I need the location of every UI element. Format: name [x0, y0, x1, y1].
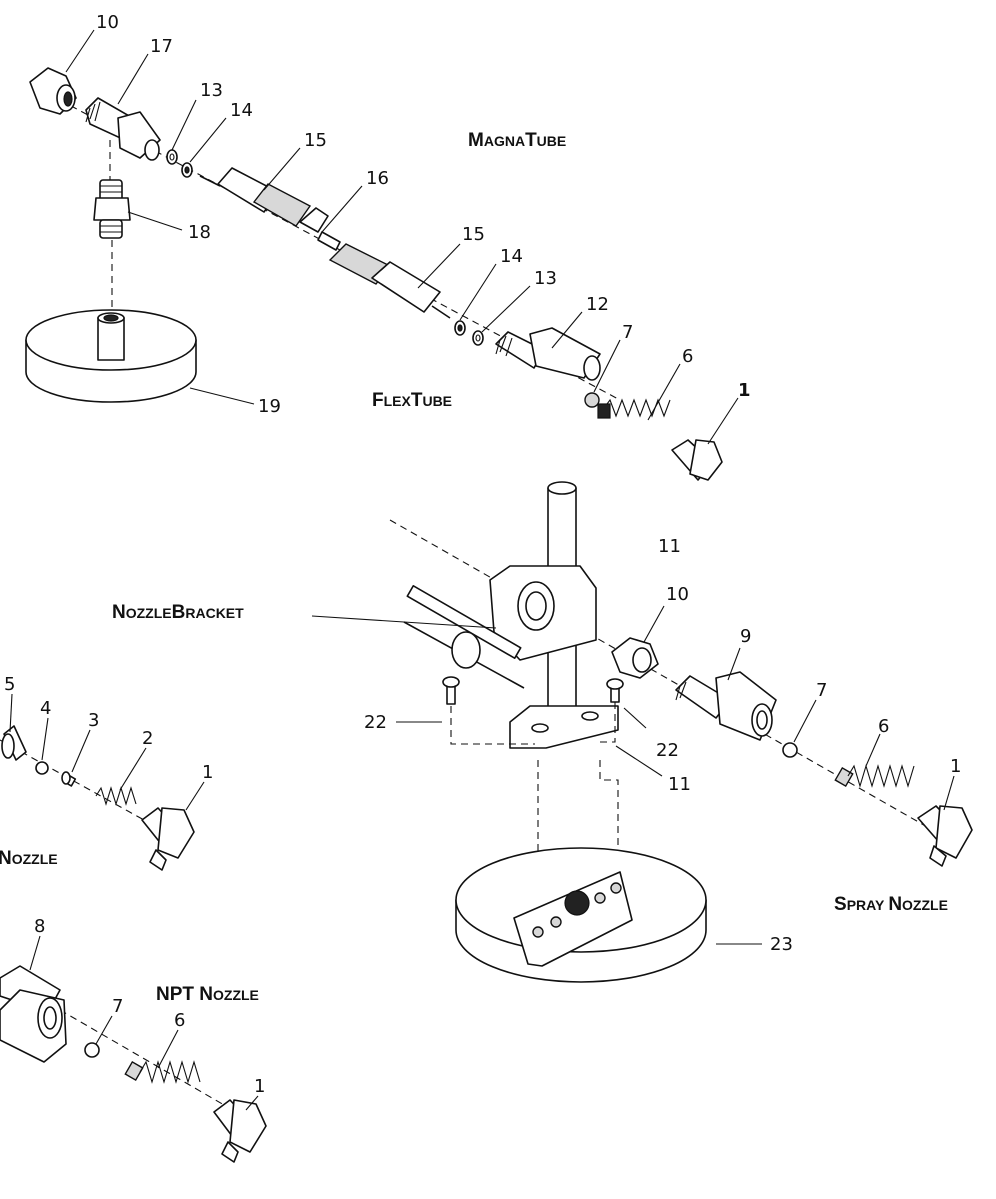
callout-numbers: 10 17 13 14 15 16 18 19 15 14 13 12 7 6 … — [4, 12, 961, 1097]
part-23-base — [455, 847, 707, 983]
part-12-adapter — [495, 327, 601, 381]
callout-17: 17 — [150, 36, 173, 57]
part-5-cap — [1, 725, 27, 761]
callout-6-mid: 6 — [682, 346, 693, 367]
part-7-ball-bot — [84, 1042, 100, 1058]
callout-19: 19 — [258, 396, 281, 417]
callout-13-top: 13 — [200, 80, 223, 101]
label-nozzle-bracket: NOZZLEBRACKET — [112, 602, 244, 623]
callout-1-bot: 1 — [254, 1076, 265, 1097]
callout-16: 16 — [366, 168, 389, 189]
callout-5: 5 — [4, 674, 15, 695]
callout-22-right: 22 — [656, 740, 679, 761]
part-9-adapter — [675, 671, 777, 741]
part-14-washer-mid — [454, 320, 466, 336]
part-18-nipple — [93, 179, 131, 239]
callout-22-left: 22 — [364, 712, 387, 733]
callout-7-mid: 7 — [622, 322, 633, 343]
callout-1-right: 1 — [950, 756, 961, 777]
part-2-spring — [95, 786, 137, 806]
part-10-hex-nut — [29, 67, 77, 115]
callout-11-top: 11 — [658, 536, 681, 557]
callout-6-right: 6 — [878, 716, 889, 737]
callout-4: 4 — [40, 698, 51, 719]
callout-8: 8 — [34, 916, 45, 937]
callout-2: 2 — [142, 728, 153, 749]
part-19-magnetic-base — [25, 309, 197, 403]
callout-10-mid: 10 — [666, 584, 689, 605]
part-6-spring-bot — [124, 1060, 201, 1084]
part-8-body — [0, 965, 67, 1063]
callout-14-mid: 14 — [500, 246, 523, 267]
callout-1-top: 1 — [738, 380, 751, 401]
callout-6-bot: 6 — [174, 1010, 185, 1031]
label-left-nozzle: NOZZLE — [0, 848, 58, 869]
callout-18: 18 — [188, 222, 211, 243]
part-15-16-tube — [199, 167, 451, 319]
callout-7-right: 7 — [816, 680, 827, 701]
part-17-fitting — [85, 97, 161, 161]
part-1-tip-top — [671, 439, 723, 481]
label-flextube: FLEXTUBE — [372, 390, 452, 411]
part-7-ball-right — [782, 742, 798, 758]
part-10-hex-nut-mid — [611, 637, 659, 679]
callout-15-mid: 15 — [462, 224, 485, 245]
callout-1-left: 1 — [202, 762, 213, 783]
part-13-washer-top — [166, 149, 178, 165]
callout-12: 12 — [586, 294, 609, 315]
callout-13-mid: 13 — [534, 268, 557, 289]
part-1-tip-bot — [213, 1099, 267, 1163]
callout-9: 9 — [740, 626, 751, 647]
callout-14-top: 14 — [230, 100, 253, 121]
callout-7-bot: 7 — [112, 996, 123, 1017]
nozzle-bracket-stand — [403, 481, 624, 960]
part-7-ball-mid — [584, 392, 600, 408]
label-magnatube: MAGNATUBE — [468, 130, 566, 151]
callout-10-top: 10 — [96, 12, 119, 33]
callout-15-top: 15 — [304, 130, 327, 151]
part-3-pin — [61, 771, 77, 787]
part-1-tip-left — [141, 807, 195, 871]
part-6-spring-mid — [597, 398, 671, 419]
part-13-washer-mid — [472, 330, 484, 346]
part-14-washer-top — [181, 162, 193, 178]
part-1-tip-right — [917, 805, 973, 867]
part-6-spring-right — [834, 764, 915, 788]
part-4-ball — [35, 761, 49, 775]
callout-11-bot: 11 — [668, 774, 691, 795]
label-npt-nozzle: NPT NOZZLE — [156, 984, 259, 1005]
callout-3: 3 — [88, 710, 99, 731]
callout-23: 23 — [770, 934, 793, 955]
leader-lines — [9, 29, 955, 1111]
